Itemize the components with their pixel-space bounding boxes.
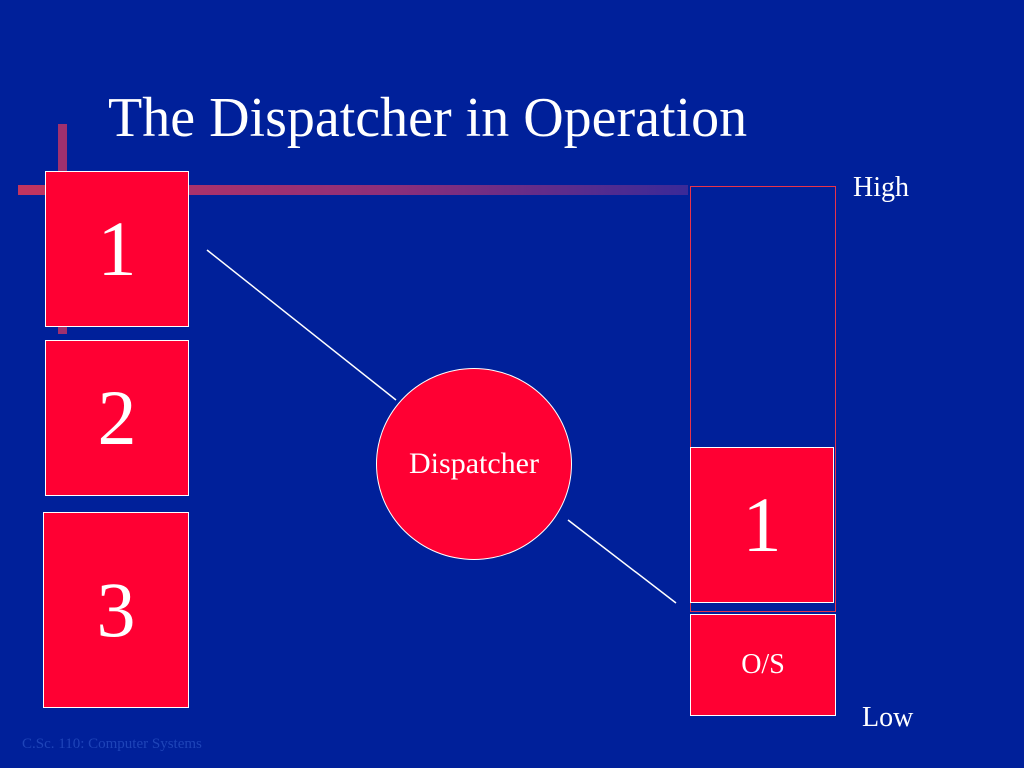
slide-title: The Dispatcher in Operation xyxy=(108,87,748,149)
job-box-1: 1 xyxy=(45,171,189,327)
os-box: O/S xyxy=(690,614,836,716)
memory-column xyxy=(690,186,836,612)
os-label: O/S xyxy=(741,649,785,680)
memory-job-box: 1 xyxy=(690,447,834,603)
job-box-3: 3 xyxy=(43,512,189,708)
job-box-2: 2 xyxy=(45,340,189,496)
low-label: Low xyxy=(862,702,914,733)
decorative-horizontal-bar xyxy=(18,185,688,195)
connector-line-in xyxy=(206,249,397,401)
high-label: High xyxy=(853,172,909,203)
footer-text: C.Sc. 110: Computer Systems xyxy=(22,736,202,752)
dispatcher-circle: Dispatcher xyxy=(376,368,572,560)
dispatcher-label: Dispatcher xyxy=(409,447,539,480)
connector-line-out xyxy=(567,519,677,604)
